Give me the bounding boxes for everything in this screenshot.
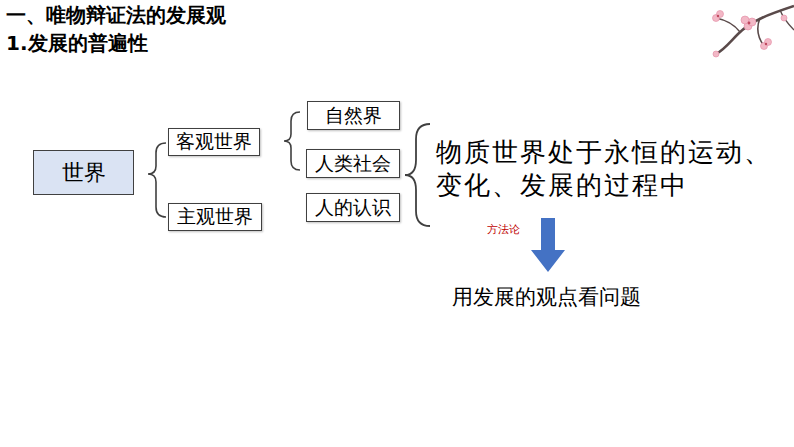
bracket xyxy=(148,143,166,217)
box-label: 自然界 xyxy=(325,105,382,127)
root-box: 世界 xyxy=(33,150,134,195)
method-label: 方法论 xyxy=(487,223,520,237)
concept-box: 人的认识 xyxy=(306,193,400,222)
concept-box: 人类社会 xyxy=(306,149,400,178)
method-text: 用发展的观点看问题 xyxy=(452,284,641,310)
down-arrow xyxy=(531,218,565,272)
box-label: 客观世界 xyxy=(176,131,252,153)
box-label: 主观世界 xyxy=(177,206,253,228)
concept-box: 主观世界 xyxy=(168,203,262,231)
box-label: 世界 xyxy=(62,160,106,185)
box-label: 人类社会 xyxy=(315,153,391,175)
brace xyxy=(405,124,430,226)
subtitle: 1.发展的普遍性 xyxy=(6,31,148,56)
slide-title: 一、唯物辩证法的发展观 xyxy=(6,3,226,28)
conclusion-text: 物质世界处于永恒的运动、 变化、发展的过程中 xyxy=(436,136,792,201)
bracket xyxy=(284,112,300,170)
concept-box: 自然界 xyxy=(307,101,400,130)
plum-blossom xyxy=(713,6,794,57)
box-label: 人的认识 xyxy=(315,197,391,219)
concept-box: 客观世界 xyxy=(168,128,260,156)
